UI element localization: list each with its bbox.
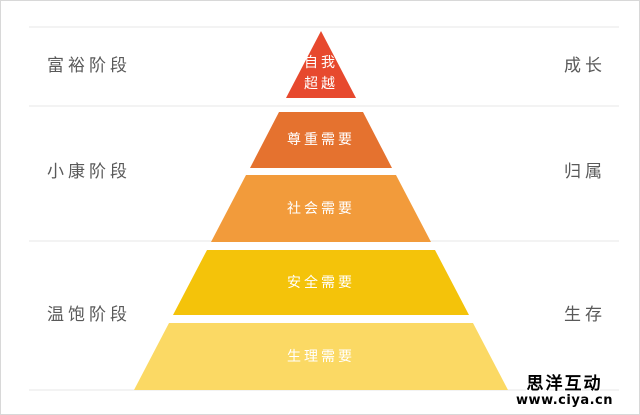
- pyramid-level-self-transcendence: [286, 31, 356, 98]
- pyramid-level-label-safety: 安全需要: [287, 274, 355, 291]
- category-label-growth: 成长: [564, 56, 606, 76]
- pyramid-level-label-self-transcendence-line2: 超越: [304, 76, 338, 92]
- stage-label-subsistence: 温饱阶段: [47, 305, 131, 325]
- category-label-belonging: 归属: [564, 162, 606, 182]
- watermark-site: www.ciya.cn: [516, 393, 613, 408]
- pyramid-level-label-physiological: 生理需要: [287, 349, 355, 365]
- stage-label-well-off: 小康阶段: [47, 162, 131, 182]
- watermark: 思洋互动 www.ciya.cn: [516, 375, 613, 408]
- pyramid-level-physiological: [134, 323, 508, 390]
- category-label-survival: 生存: [564, 305, 606, 325]
- pyramid-level-safety: [173, 250, 469, 315]
- stage-label-wealthy: 富裕阶段: [47, 56, 131, 76]
- pyramid-level-label-esteem: 尊重需要: [287, 131, 355, 148]
- pyramid-level-label-social: 社会需要: [287, 201, 355, 217]
- pyramid-level-esteem: [250, 112, 392, 168]
- pyramid-level-social: [211, 175, 431, 242]
- watermark-brand: 思洋互动: [526, 374, 603, 394]
- pyramid-level-label-self-transcendence-line1: 自我: [304, 55, 338, 71]
